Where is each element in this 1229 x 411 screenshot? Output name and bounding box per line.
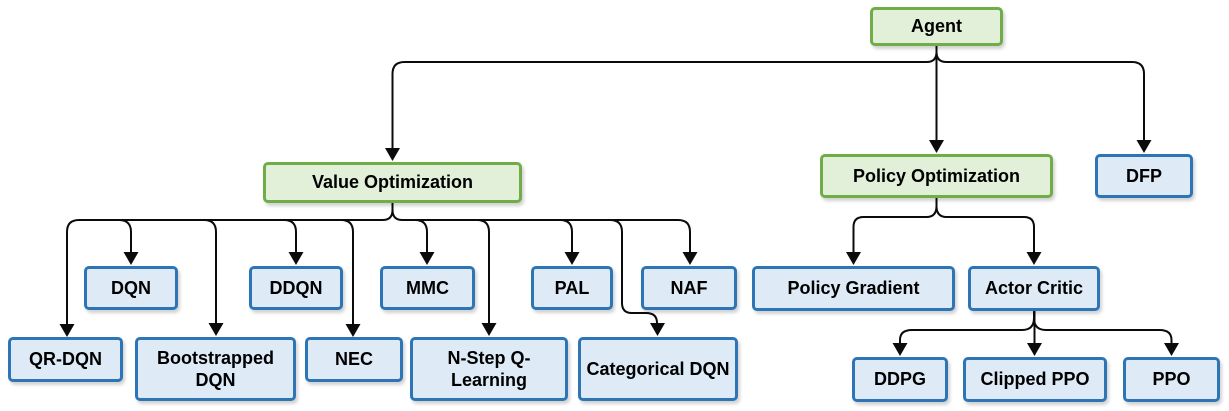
edge-value-optimization-ddqn: [283, 219, 304, 265]
edge-value-optimization-naf: [391, 203, 698, 265]
node-policy-optimization: Policy Optimization: [820, 154, 1053, 198]
edge-actor-critic-ppo: [1033, 311, 1179, 356]
edge-agent-value-optimization: [385, 46, 938, 161]
node-value-optimization: Value Optimization: [263, 162, 522, 203]
node-n-step-q-learning: N-Step Q-Learning: [410, 337, 568, 401]
edge-value-optimization-mmc: [414, 219, 435, 265]
node-ppo: PPO: [1123, 357, 1220, 402]
edge-policy-optimization-actor-critic: [935, 198, 1042, 265]
node-actor-critic: Actor Critic: [968, 266, 1100, 311]
edge-value-optimization-n-step-q-learning: [476, 219, 497, 336]
edge-actor-critic-ddpg: [892, 311, 1035, 356]
node-naf: NAF: [641, 266, 737, 310]
node-pal: PAL: [531, 266, 613, 310]
node-ddpg: DDPG: [852, 357, 948, 402]
edge-value-optimization-pal: [559, 219, 580, 265]
edge-value-optimization-nec: [340, 219, 361, 337]
node-agent: Agent: [870, 7, 1003, 46]
edge-value-optimization-bootstrapped-dqn: [203, 219, 224, 336]
node-categorical-dqn: Categorical DQN: [578, 337, 738, 401]
node-mmc: MMC: [380, 266, 475, 310]
node-clipped-ppo: Clipped PPO: [963, 357, 1107, 402]
edge-agent-policy-optimization: [929, 46, 944, 153]
node-bootstrapped-dqn: Bootstrapped DQN: [135, 337, 296, 401]
node-qr-dqn: QR-DQN: [8, 337, 123, 382]
node-dfp: DFP: [1095, 154, 1193, 198]
edge-agent-dfp: [935, 46, 1152, 153]
node-ddqn: DDQN: [249, 266, 343, 310]
node-nec: NEC: [305, 337, 403, 382]
node-policy-gradient: Policy Gradient: [752, 266, 955, 311]
edge-value-optimization-qr-dqn: [59, 203, 394, 337]
edge-value-optimization-dqn: [118, 219, 139, 265]
node-dqn: DQN: [84, 266, 178, 310]
edge-value-optimization-categorical-dqn: [609, 219, 665, 336]
edge-policy-optimization-policy-gradient: [846, 198, 938, 265]
